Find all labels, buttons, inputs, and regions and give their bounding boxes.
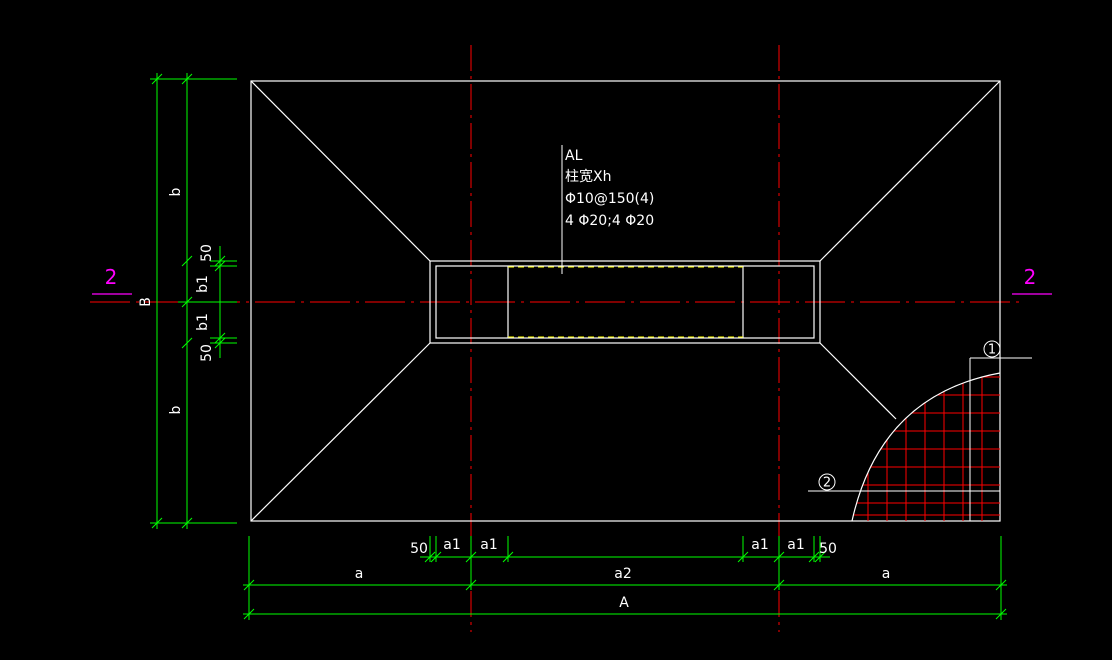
annotation-line-1: AL [565,148,583,164]
horizontal-dimension-labels: 50 a1 a1 a1 a1 50 a a2 a A [355,537,891,611]
dim-label-a1-right-outer: a1 [787,537,805,553]
dim-label-A: A [619,595,629,611]
slope-line-top-right [819,80,1001,262]
dim-label-50-left: 50 [410,541,428,557]
callout-1-circle [983,340,1001,358]
dim-label-a-right: a [882,566,891,582]
annotation-line-4: 4 Φ20;4 Φ20 [565,213,654,229]
beam-outer-outline [429,260,821,344]
callout-1-number: 1 [988,343,996,358]
section-mark-left-label: 2 [105,265,118,289]
dim-label-a2: a2 [614,566,632,582]
section-mark-right-label: 2 [1024,265,1037,289]
dim-label-b-lower: b [168,405,184,414]
dim-label-50-upper: 50 [199,244,215,262]
dim-label-b1-upper: b1 [195,275,211,293]
slope-line-top-left [250,80,431,262]
dim-label-B: B [138,297,154,307]
dim-label-50-right: 50 [819,541,837,557]
section-marks: 2 2 [92,265,1052,295]
rebar-grid [852,373,1000,521]
vertical-dimensions [150,73,237,529]
horizontal-dimensions [243,536,1007,620]
dim-label-b-upper: b [168,187,184,196]
dim-label-a1-right-inner: a1 [751,537,769,553]
hidden-beam-edges [508,266,743,338]
dim-label-b1-lower: b1 [195,313,211,331]
callout-2-circle [818,473,836,491]
dim-label-a-left: a [355,566,364,582]
beam-annotation: AL 柱宽Xh Φ10@150(4) 4 Φ20;4 Φ20 [561,145,654,274]
annotation-line-2: 柱宽Xh [565,168,611,185]
dim-label-a1-left-inner: a1 [480,537,498,553]
dim-label-a1-left-outer: a1 [443,537,461,553]
foundation-outline [250,80,1001,522]
dim-label-50-lower: 50 [199,344,215,362]
annotation-line-3: Φ10@150(4) [565,191,654,207]
rebar-detail: 1 2 [808,340,1032,522]
beam-inner-outline [435,265,815,339]
vertical-dimension-labels: B b b b1 b1 50 50 [138,187,215,414]
callout-2-number: 2 [823,476,831,491]
slope-line-bottom-left [250,342,431,522]
foundation-boundary [250,80,1001,522]
slope-line-bottom-right [819,342,897,420]
